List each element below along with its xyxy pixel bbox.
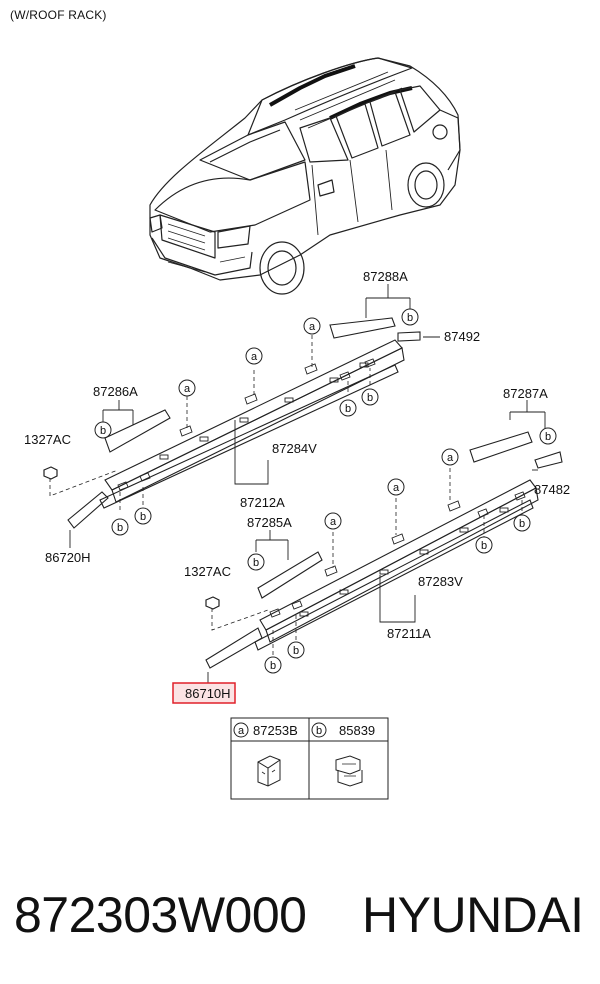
legend-b-part: 85839 xyxy=(339,723,375,738)
svg-text:b: b xyxy=(140,511,146,523)
callout-a: a xyxy=(303,317,321,335)
label-87285A: 87285A xyxy=(247,515,292,530)
label-1327AC-bottom: 1327AC xyxy=(184,564,231,579)
highlighted-part-86710H: 86710H xyxy=(172,682,236,704)
svg-text:b: b xyxy=(253,557,259,569)
callout-a: a xyxy=(245,347,263,365)
part-number: 872303W000 xyxy=(14,887,307,943)
vehicle-illustration xyxy=(149,57,461,295)
svg-text:a: a xyxy=(309,321,316,333)
svg-text:a: a xyxy=(251,351,258,363)
callout-b: b xyxy=(539,427,557,445)
callout-b: b xyxy=(361,388,379,406)
svg-text:b: b xyxy=(316,725,322,737)
label-87211A: 87211A xyxy=(387,626,431,641)
label-87286A: 87286A xyxy=(93,384,138,399)
brand-name: HYUNDAI xyxy=(362,887,584,943)
legend-table: a 87253B b 85839 xyxy=(230,717,389,800)
svg-text:a: a xyxy=(238,725,245,737)
callout-b: b xyxy=(94,421,112,439)
label-87284V: 87284V xyxy=(272,441,317,456)
callout-b: b xyxy=(401,308,419,326)
svg-text:a: a xyxy=(393,482,400,494)
footer: 872303W000 HYUNDAI xyxy=(0,880,600,950)
part-labels: 87288A 87492 87286A 1327AC 87284V 87212A… xyxy=(24,269,570,704)
parts-diagram: a a a b b b b b b a a a b b b b b b 8728… xyxy=(24,57,570,800)
callout-b: b xyxy=(339,399,357,417)
svg-text:b: b xyxy=(407,312,413,324)
label-leaders xyxy=(69,284,546,690)
svg-text:b: b xyxy=(519,518,525,530)
callout-a: a xyxy=(441,448,459,466)
svg-text:a: a xyxy=(330,516,337,528)
label-87287A: 87287A xyxy=(503,386,548,401)
svg-text:b: b xyxy=(545,431,551,443)
svg-text:a: a xyxy=(447,452,454,464)
legend-a-part: 87253B xyxy=(253,723,298,738)
header-note: (W/ROOF RACK) xyxy=(10,8,107,22)
callout-a: a xyxy=(178,379,196,397)
callout-b: b xyxy=(264,656,282,674)
label-87212A: 87212A xyxy=(240,495,285,510)
callout-circles: a a a b b b b b b a a a b b b b b b xyxy=(94,308,557,674)
upper-rack-assembly xyxy=(43,317,421,529)
svg-text:86710H: 86710H xyxy=(185,686,231,701)
svg-text:b: b xyxy=(100,425,106,437)
callout-a: a xyxy=(387,478,405,496)
lower-rack-assembly xyxy=(205,431,563,669)
svg-text:b: b xyxy=(293,645,299,657)
clip-85839-drawing xyxy=(335,755,363,787)
label-1327AC-top: 1327AC xyxy=(24,432,71,447)
svg-text:a: a xyxy=(184,383,191,395)
callout-b: b xyxy=(475,536,493,554)
clip-87253B-drawing xyxy=(257,755,281,787)
label-87492: 87492 xyxy=(444,329,480,344)
label-87283V: 87283V xyxy=(418,574,463,589)
svg-text:b: b xyxy=(481,540,487,552)
label-86720H: 86720H xyxy=(45,550,91,565)
label-87288A: 87288A xyxy=(363,269,408,284)
callout-b: b xyxy=(111,518,129,536)
callout-a: a xyxy=(324,512,342,530)
svg-text:b: b xyxy=(345,403,351,415)
legend-a: a 87253B xyxy=(233,722,298,738)
callout-b: b xyxy=(247,553,265,571)
legend-b: b 85839 xyxy=(311,722,375,738)
svg-text:b: b xyxy=(367,392,373,404)
callout-b: b xyxy=(287,641,305,659)
label-87482: 87482 xyxy=(534,482,570,497)
callout-b: b xyxy=(513,514,531,532)
callout-b: b xyxy=(134,507,152,525)
svg-text:b: b xyxy=(117,522,123,534)
svg-text:b: b xyxy=(270,660,276,672)
